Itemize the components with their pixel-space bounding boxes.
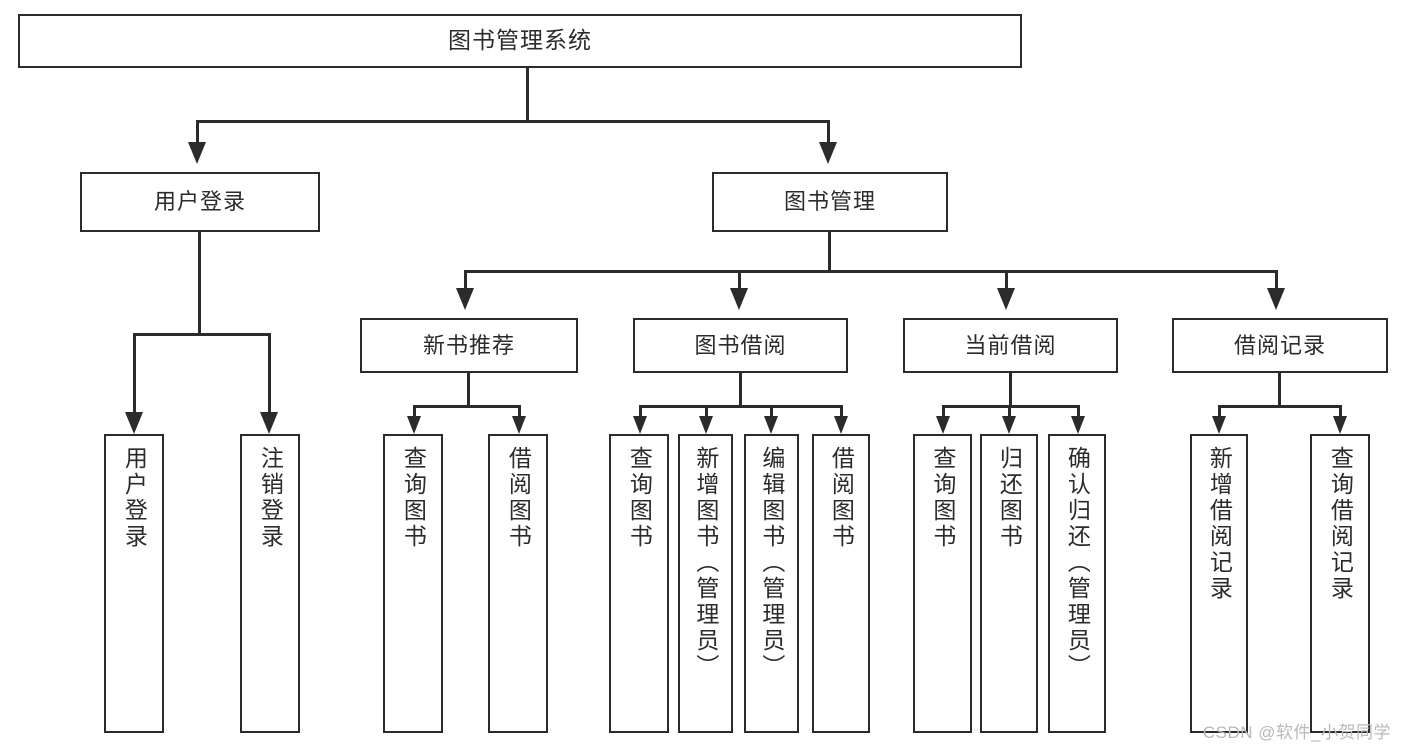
connector-cb-stem [1009,373,1012,405]
node-label: 借阅图书 [505,446,532,550]
node-label: 新书推荐 [422,332,515,358]
node-root-book-management-system[interactable]: 图书管理系统 [18,14,1022,68]
arrowhead-to-new-book-recommend [456,288,474,310]
node-leaf-query-record[interactable]: 查询借阅记录 [1310,434,1370,733]
arrowhead-to-leaf-borrow-book-1 [512,416,526,434]
node-label: 新增借阅记录 [1206,446,1233,602]
connector-bm-drop-2 [738,270,741,288]
node-leaf-borrow-book-2[interactable]: 借阅图书 [812,434,870,733]
node-leaf-add-record[interactable]: 新增借阅记录 [1190,434,1248,733]
node-leaf-return-book[interactable]: 归还图书 [980,434,1038,733]
node-label: 确认归还（管理员） [1064,446,1091,680]
connector-root-bus-left-drop [196,120,199,142]
node-label: 图书借阅 [694,332,787,358]
node-label: 图书管理系统 [448,27,592,54]
connector-cb-drop-3 [1077,405,1080,417]
node-label: 借阅图书 [828,446,855,550]
node-label: 查询图书 [929,446,956,550]
connector-br-drop-2 [1339,405,1342,417]
arrowhead-to-leaf-query-book-2 [633,416,647,434]
connector-br-drop-1 [1218,405,1221,417]
node-label: 查询图书 [400,446,427,550]
connector-cb-bus [942,405,1080,408]
arrowhead-to-borrow-record [1267,288,1285,310]
node-label: 查询图书 [626,446,653,550]
connector-nbr-drop-1 [413,405,416,417]
node-leaf-user-login[interactable]: 用户登录 [104,434,164,733]
connector-br-stem [1278,373,1281,405]
node-leaf-confirm-return[interactable]: 确认归还（管理员） [1048,434,1106,733]
connector-bm-drop-4 [1275,270,1278,288]
connector-book-management-bus [464,270,1278,273]
arrowhead-to-book-management [819,142,837,164]
connector-book-management-stem [828,232,831,270]
node-new-book-recommend[interactable]: 新书推荐 [360,318,578,373]
arrowhead-to-leaf-add-book [699,416,713,434]
arrowhead-to-leaf-query-book-1 [407,416,421,434]
arrowhead-to-leaf-return-book [1002,416,1016,434]
node-label: 查询借阅记录 [1327,446,1354,602]
connector-bb-drop-1 [639,405,642,417]
connector-bb-drop-2 [705,405,708,417]
arrowhead-to-leaf-user-login [125,412,143,434]
node-leaf-edit-book[interactable]: 编辑图书（管理员） [744,434,799,733]
arrowhead-to-leaf-confirm-return [1071,416,1085,434]
arrowhead-to-leaf-edit-book [764,416,778,434]
node-label: 借阅记录 [1233,332,1326,358]
node-book-borrow[interactable]: 图书借阅 [633,318,848,373]
connector-user-login-drop-1 [133,333,136,412]
connector-bm-drop-3 [1005,270,1008,288]
node-label: 用户登录 [153,189,246,215]
arrowhead-to-user-login [188,142,206,164]
node-leaf-add-book[interactable]: 新增图书（管理员） [678,434,733,733]
node-leaf-query-book-2[interactable]: 查询图书 [609,434,669,733]
connector-user-login-bus [133,333,270,336]
connector-user-login-drop-2 [268,333,271,412]
node-label: 用户登录 [121,446,148,550]
connector-root-bus [196,120,830,123]
arrowhead-to-leaf-borrow-book-2 [834,416,848,434]
csdn-watermark: CSDN @软件_小贺同学 [1202,723,1391,742]
connector-user-login-stem [198,232,201,333]
node-label: 当前借阅 [964,332,1057,358]
connector-cb-drop-1 [942,405,945,417]
connector-root-bus-right-drop [827,120,830,142]
node-label: 图书管理 [783,189,876,215]
arrowhead-to-book-borrow [730,288,748,310]
node-current-borrow[interactable]: 当前借阅 [903,318,1118,373]
node-label: 编辑图书（管理员） [758,446,785,680]
connector-nbr-stem [467,373,470,405]
node-book-management[interactable]: 图书管理 [712,172,948,232]
node-label: 注销登录 [257,446,284,550]
connector-bm-drop-1 [464,270,467,288]
connector-bb-drop-3 [770,405,773,417]
node-label: 归还图书 [996,446,1023,550]
arrowhead-to-current-borrow [997,288,1015,310]
connector-nbr-drop-2 [518,405,521,417]
arrowhead-to-leaf-query-record [1333,416,1347,434]
node-label: 新增图书（管理员） [692,446,719,680]
connector-cb-drop-2 [1008,405,1011,417]
connector-nbr-bus [413,405,521,408]
node-leaf-borrow-book-1[interactable]: 借阅图书 [488,434,548,733]
connector-br-bus [1218,405,1342,408]
node-borrow-record[interactable]: 借阅记录 [1172,318,1388,373]
arrowhead-to-leaf-user-logout [260,412,278,434]
connector-root-stem [526,68,529,120]
node-leaf-user-logout[interactable]: 注销登录 [240,434,300,733]
node-leaf-query-book-1[interactable]: 查询图书 [383,434,443,733]
arrowhead-to-leaf-add-record [1212,416,1226,434]
node-leaf-query-book-3[interactable]: 查询图书 [913,434,972,733]
connector-bb-bus [639,405,843,408]
connector-bb-drop-4 [840,405,843,417]
node-user-login[interactable]: 用户登录 [80,172,320,232]
connector-bb-stem [739,373,742,405]
arrowhead-to-leaf-query-book-3 [936,416,950,434]
